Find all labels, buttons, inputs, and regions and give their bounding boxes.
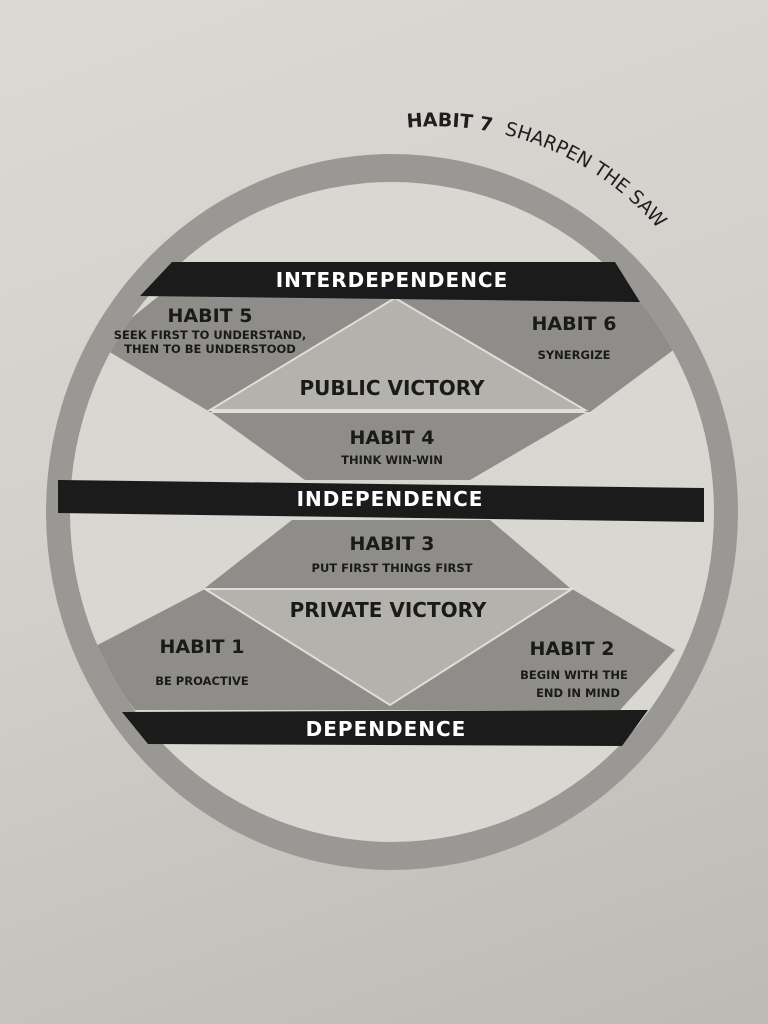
habit-5-title: HABIT 5 — [168, 305, 253, 327]
habit-4-title: HABIT 4 — [350, 427, 435, 449]
independence-label: INDEPENDENCE — [297, 487, 484, 511]
public-victory-triangle — [206, 296, 589, 411]
dependence-band — [122, 710, 648, 746]
habit-5-line-2: THEN TO BE UNDERSTOOD — [124, 342, 296, 356]
habit-3-title: HABIT 3 — [350, 533, 435, 555]
habit-3-line-1: PUT FIRST THINGS FIRST — [312, 561, 473, 575]
habit-2-line-2: END IN MIND — [536, 686, 620, 700]
dependence-label: DEPENDENCE — [306, 717, 467, 741]
public-victory-label: PUBLIC VICTORY — [300, 376, 486, 400]
habit-1-title: HABIT 1 — [160, 636, 245, 658]
habit-6-title: HABIT 6 — [532, 313, 617, 335]
private-victory-triangle — [201, 588, 576, 707]
independence-band — [58, 480, 704, 522]
habit-6-line-1: SYNERGIZE — [538, 348, 611, 362]
private-victory-label: PRIVATE VICTORY — [290, 598, 487, 622]
habit-3-panel — [205, 520, 570, 588]
habit-1-line-1: BE PROACTIVE — [155, 674, 249, 688]
habit-2-line-1: BEGIN WITH THE — [520, 668, 628, 682]
habit-2-title: HABIT 2 — [530, 638, 615, 660]
interdependence-label: INTERDEPENDENCE — [276, 268, 509, 292]
habit-4-panel — [212, 413, 585, 480]
interdependence-band — [140, 262, 640, 302]
habit-4-line-1: THINK WIN-WIN — [341, 453, 443, 467]
habit-5-line-1: SEEK FIRST TO UNDERSTAND, — [114, 328, 307, 342]
habit-7-title: HABIT 7 — [406, 109, 495, 136]
